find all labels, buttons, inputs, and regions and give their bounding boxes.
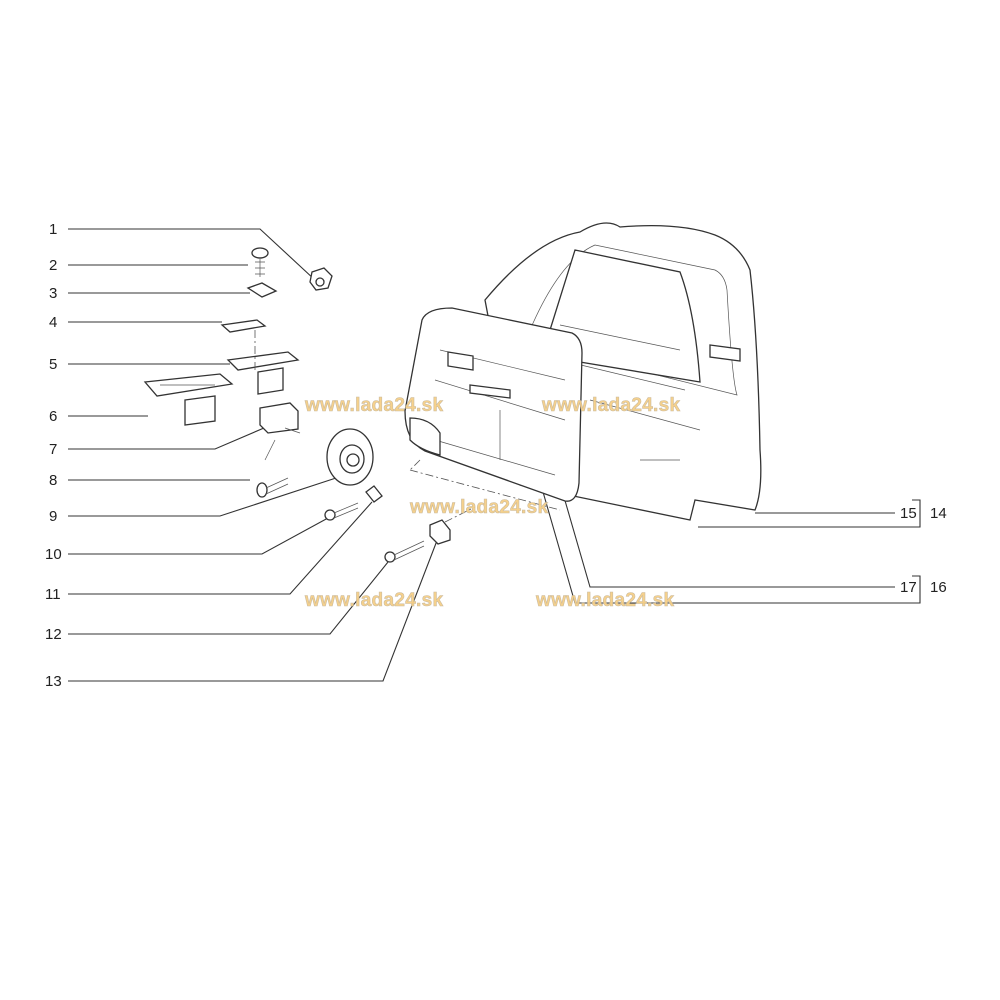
callout-9: 9 xyxy=(49,508,58,525)
callout-15: 15 xyxy=(900,505,917,522)
leader-lines xyxy=(68,228,921,682)
callout-3: 3 xyxy=(49,285,58,302)
door-frame xyxy=(404,222,762,521)
callout-2: 2 xyxy=(49,257,58,274)
callout-6: 6 xyxy=(49,408,58,425)
callout-16: 16 xyxy=(930,579,947,596)
watermark: www.lada24.sk xyxy=(542,395,681,417)
watermark: www.lada24.sk xyxy=(305,395,444,417)
callout-8: 8 xyxy=(49,472,58,489)
callout-7: 7 xyxy=(49,441,58,458)
callout-13: 13 xyxy=(45,673,62,690)
callout-11: 11 xyxy=(45,586,61,603)
watermark: www.lada24.sk xyxy=(536,590,675,612)
watermark: www.lada24.sk xyxy=(305,590,444,612)
callout-5: 5 xyxy=(49,356,58,373)
callout-10: 10 xyxy=(45,546,62,563)
callout-1: 1 xyxy=(49,221,58,238)
watermark: www.lada24.sk xyxy=(410,497,549,519)
callout-14: 14 xyxy=(930,505,947,522)
small-parts xyxy=(143,247,476,563)
callout-17: 17 xyxy=(900,579,917,596)
callout-4: 4 xyxy=(49,314,58,331)
callout-12: 12 xyxy=(45,626,62,643)
